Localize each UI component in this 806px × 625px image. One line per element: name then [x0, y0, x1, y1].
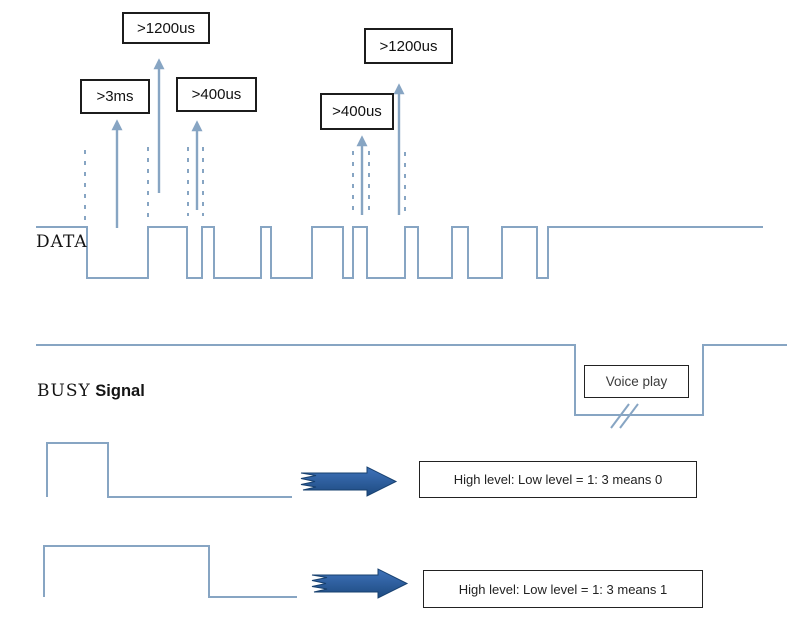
busy-word: BUSY: [37, 381, 91, 401]
signal-word: Signal: [90, 382, 145, 400]
bit0-rule-box: High level: Low level = 1: 3 means 0: [419, 461, 697, 498]
block-arrow-right-icon: [311, 568, 409, 599]
voice-play-box: Voice play: [584, 365, 689, 398]
busy-signal-waveform: [36, 344, 787, 416]
break-symbol: [610, 403, 639, 429]
label-box-1200us-first: >1200us: [122, 12, 210, 44]
label-box-400us-first: >400us: [176, 77, 257, 112]
data-signal-waveform: [36, 226, 763, 279]
block-arrow-right-icon: [300, 466, 398, 497]
bit1-waveform: [43, 545, 297, 598]
data-signal-label: DATA: [36, 232, 88, 252]
label-box-1200us-second: >1200us: [364, 28, 453, 64]
bit0-waveform: [46, 442, 292, 498]
bit1-rule-box: High level: Low level = 1: 3 means 1: [423, 570, 703, 608]
label-box-3ms: >3ms: [80, 79, 150, 114]
busy-signal-label: BUSY Signal: [37, 381, 145, 401]
label-box-400us-second: >400us: [320, 93, 394, 130]
